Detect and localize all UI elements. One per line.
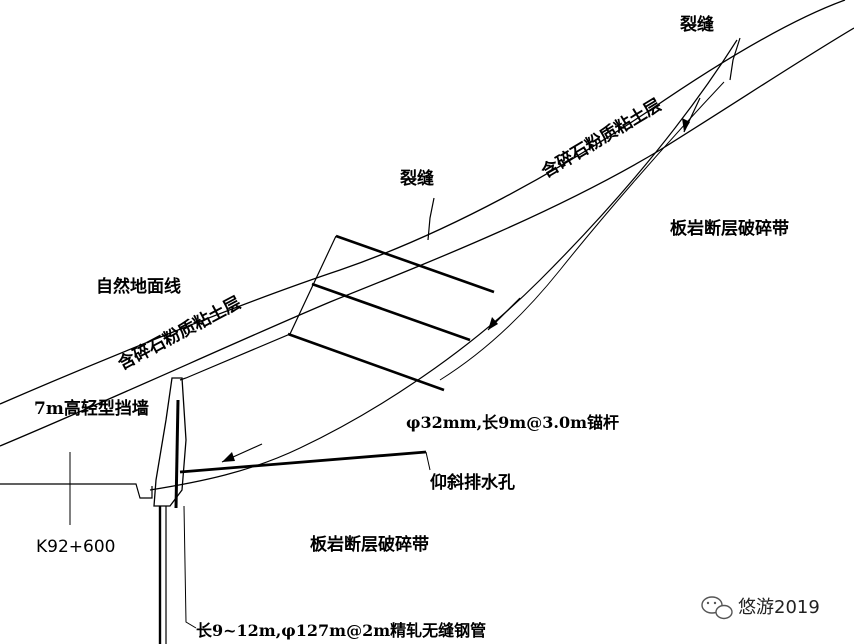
label-station: K92+600 <box>36 537 115 557</box>
label-fault-zone-upper: 板岩断层破碎带 <box>670 218 789 239</box>
slide-arrow-1 <box>682 97 701 133</box>
natural-ground-line <box>0 0 846 405</box>
crack-middle <box>427 197 435 241</box>
label-anchor: φ32mm,长9m@3.0m锚杆 <box>406 413 619 432</box>
steel-pipe-leader <box>183 505 197 629</box>
watermark-text: 悠游2019 <box>738 597 820 618</box>
wechat-icon <box>701 596 733 620</box>
clay-layer-boundary <box>0 27 854 447</box>
label-drain-hole: 仰斜排水孔 <box>430 472 515 493</box>
label-ground-line: 自然地面线 <box>96 276 181 297</box>
label-retaining-wall: 7m高轻型挡墙 <box>34 398 149 419</box>
toe-ground-line <box>0 483 153 499</box>
label-clay-upper: 含碎石粉质粘土层 <box>538 94 665 182</box>
fault-boundary-curve <box>439 81 725 381</box>
drain-hole-leader <box>425 451 431 471</box>
label-fault-zone-lower: 板岩断层破碎带 <box>310 534 429 555</box>
label-crack-mid: 裂缝 <box>399 168 434 189</box>
retaining-wall-core <box>174 399 180 509</box>
retaining-wall <box>153 377 187 507</box>
excavation-slope <box>179 235 337 381</box>
label-steel-pipe: 长9~12m,φ127m@2m精轧无缝钢管 <box>196 621 486 640</box>
sliding-surface <box>149 39 738 491</box>
anchor-bar-2 <box>311 282 471 342</box>
slide-arrow-2 <box>487 297 521 331</box>
drain-hole <box>179 450 427 474</box>
anchor-bar-3 <box>287 332 445 392</box>
slide-arrow-3 <box>221 443 263 463</box>
label-crack-top: 裂缝 <box>679 14 714 35</box>
anchor-bar-1 <box>335 234 495 294</box>
crack-upper <box>729 37 741 81</box>
